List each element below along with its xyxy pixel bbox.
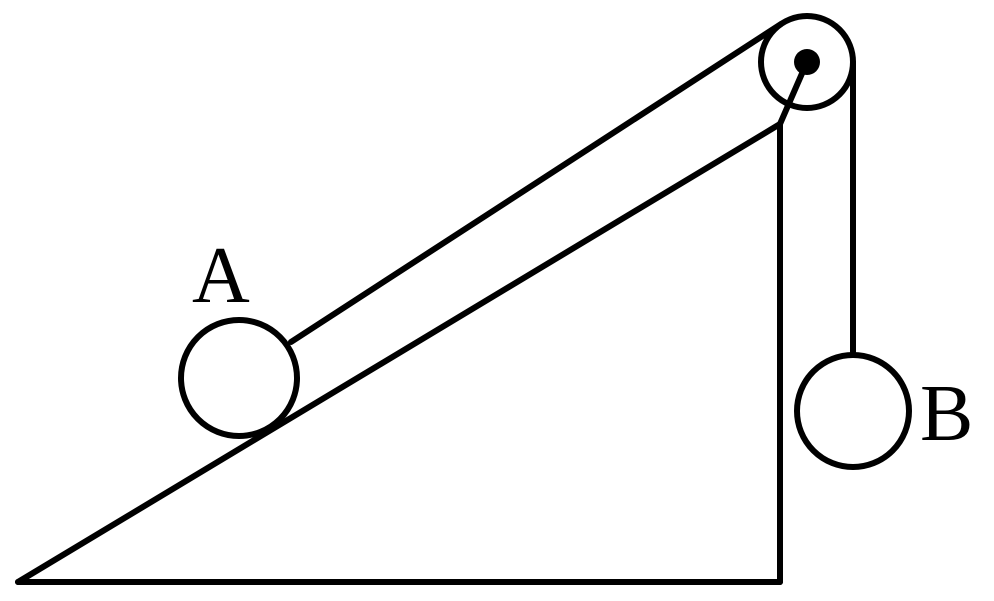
- ball-b: [794, 352, 912, 470]
- string-to-ball-a: [288, 21, 784, 345]
- ball-a: [178, 317, 300, 439]
- label-ball-a: A: [192, 232, 250, 320]
- label-ball-b: B: [920, 370, 973, 458]
- wedge-incline-surface: [15, 121, 783, 585]
- pulley-axle: [794, 49, 820, 75]
- incline-wedge: [15, 121, 783, 585]
